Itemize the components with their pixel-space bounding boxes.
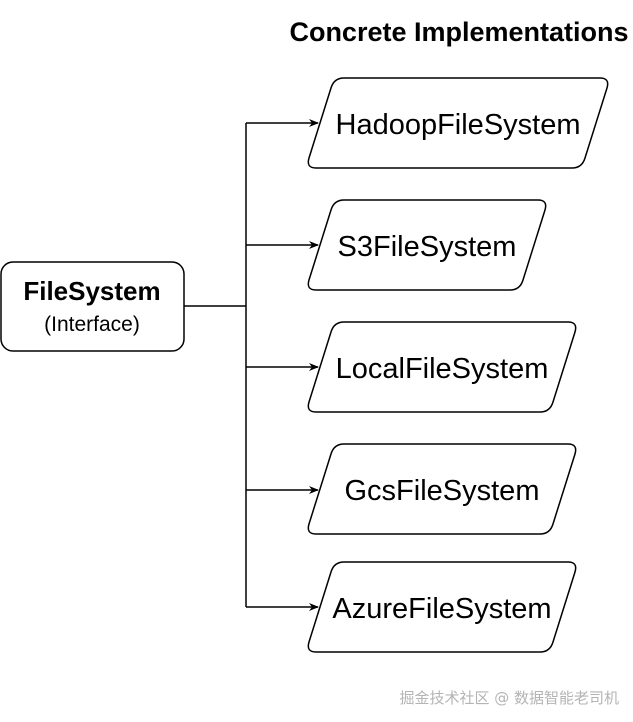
impl-label: AzureFileSystem xyxy=(332,593,551,625)
impl-node-gcs: GcsFileSystem xyxy=(307,443,577,535)
impl-node-hadoop: HadoopFileSystem xyxy=(307,77,609,169)
impl-node-local: LocalFileSystem xyxy=(307,321,577,413)
impl-node-s3: S3FileSystem xyxy=(307,199,547,291)
impl-shape xyxy=(307,199,547,291)
impl-label: LocalFileSystem xyxy=(336,353,549,385)
impl-node-azure: AzureFileSystem xyxy=(307,561,577,653)
impl-label: HadoopFileSystem xyxy=(336,109,581,141)
impl-shape xyxy=(307,77,609,169)
interface-node: FileSystem (Interface) xyxy=(0,261,185,352)
impl-shape xyxy=(307,321,577,413)
watermark: 掘金技术社区 @ 数据智能老司机 xyxy=(399,689,619,707)
interface-subtitle: (Interface) xyxy=(44,313,140,336)
impl-label: S3FileSystem xyxy=(338,231,517,263)
impl-label: GcsFileSystem xyxy=(345,475,540,507)
interface-name: FileSystem xyxy=(23,276,160,306)
impl-shape xyxy=(307,443,577,535)
impl-shape xyxy=(307,561,577,653)
diagram-title: Concrete Implementations xyxy=(289,17,628,47)
connectors xyxy=(184,119,319,611)
